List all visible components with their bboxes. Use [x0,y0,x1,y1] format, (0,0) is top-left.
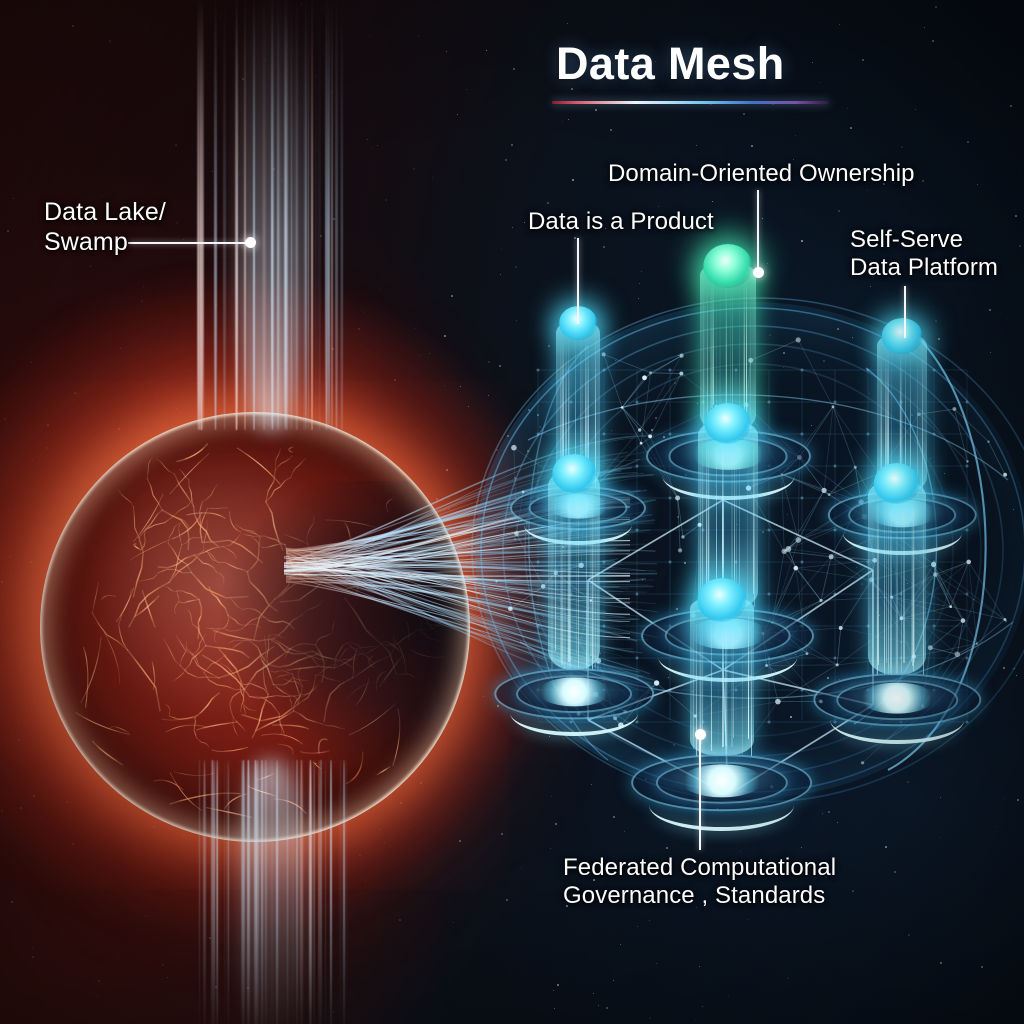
platform-crescent [658,632,798,682]
light-beam-bottom [196,760,348,1024]
platform-crescent [842,511,962,556]
platform-outer-ring [641,608,815,664]
pillar-base-platform [641,608,815,682]
pillar-base-platform [510,486,646,545]
platform-outer-ring [510,486,646,530]
data-lake-sphere-rim [40,412,470,842]
pillar-cap-orb [704,403,752,445]
pillar-column [877,333,927,493]
label-data-lake: Data Lake/ Swamp [44,198,166,256]
platform-crescent [649,779,795,831]
pillar-fibers [548,470,600,670]
mesh-pillar [868,480,926,675]
platform-core-glow [547,493,609,519]
platform-core-glow [690,439,766,470]
mesh-pillar [700,262,756,432]
leader-dot-data-lake [245,237,256,248]
label-governance: Federated Computational Governance , Sta… [563,854,837,910]
pillar-base-platform [645,429,811,501]
platform-inner-ring [656,761,788,805]
label-domain-ownership: Domain-Oriented Ownership [608,160,915,187]
leader-dot-domain-ownership [753,267,764,278]
pillar-column [548,470,600,670]
data-lake-sphere-glow [0,286,548,926]
leader-line-self-serve [904,286,906,338]
platform-crescent [510,690,638,737]
data-stream-fibers [283,435,658,695]
label-self-serve: Self-Serve Data Platform [850,226,999,282]
platform-crescent [523,505,633,545]
platform-outer-ring [494,668,654,720]
platform-outer-ring [827,491,977,539]
pillar-base-platform [494,668,654,737]
pillar-cap-orb [881,318,923,355]
mesh-pillar [877,333,927,493]
light-beam-top [196,0,346,430]
leader-line-data-product [577,238,579,324]
pillar-fibers [877,333,927,493]
leader-line-data-lake [128,242,248,244]
platform-outer-ring [631,754,813,812]
pillar-fibers [868,480,926,675]
platform-crescent [829,696,965,745]
pillar-fibers [698,420,758,610]
title-underline [552,101,829,104]
platform-inner-ring [836,679,958,720]
platform-core-glow [689,617,767,650]
platform-core-glow [868,499,936,527]
platform-outer-ring [645,429,811,483]
page-title: Data Mesh [556,38,785,89]
platform-core-glow [538,677,610,707]
pillar-column [868,480,926,675]
platform-inner-ring [528,491,628,525]
leader-line-domain-ownership [757,190,759,272]
mesh-pillar [548,470,600,670]
platform-core-glow [859,682,935,714]
platform-outer-ring [813,673,981,727]
sphere-crack-texture [75,443,450,819]
leader-dot-governance [695,729,706,740]
pillar-base-platform [813,673,981,745]
pillar-fibers [556,320,600,488]
platform-crescent [661,452,795,501]
pillar-cap-orb [697,578,747,622]
platform-inner-ring [665,615,791,657]
data-lake-sphere [40,412,470,842]
pillar-cap-orb [552,454,596,493]
label-data-is-a-product: Data is a Product [528,208,714,235]
pillar-column [698,420,758,610]
platform-inner-ring [668,436,788,476]
pillar-cap-orb [703,244,753,288]
pillar-fibers [700,262,756,432]
pillar-column [700,262,756,432]
platform-core-glow [681,764,763,798]
platform-inner-ring [515,674,633,713]
platform-inner-ring [847,497,957,533]
mesh-pillar [698,420,758,610]
pillar-base-platform [827,491,977,556]
mesh-network-dome [471,297,1024,803]
pillar-base-platform [631,754,813,831]
mesh-pillar [556,320,600,488]
pillar-column [556,320,600,488]
pillar-cap-orb [873,463,921,505]
leader-line-governance [699,738,701,850]
